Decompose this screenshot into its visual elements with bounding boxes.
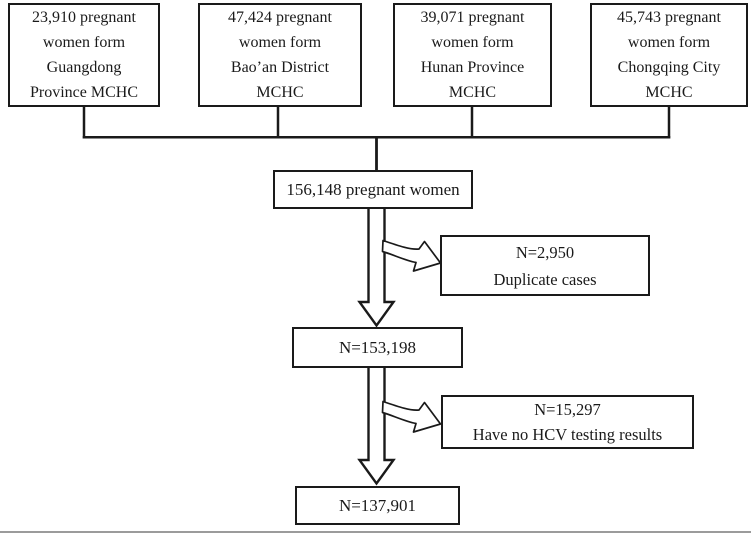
after-duplicates-box: N=153,198	[292, 327, 463, 368]
block-arrow-1	[357, 208, 396, 328]
source-box-baoan: 47,424 pregnant women form Bao’an Distri…	[198, 3, 362, 107]
pooled-total-text: 156,148 pregnant women	[286, 179, 460, 199]
final-sample-box: N=137,901	[295, 486, 460, 525]
after-duplicates-text: N=153,198	[338, 337, 417, 357]
figure-bottom-border	[0, 531, 751, 533]
curved-arrow-no-hcv	[381, 400, 442, 433]
block-arrow-2	[357, 368, 396, 486]
exclusion-duplicates-box: N=2,950 Duplicate cases	[440, 235, 650, 296]
source-box-baoan-text: 47,424 pregnant women form Bao’an Distri…	[228, 9, 332, 101]
curved-arrow-duplicates	[381, 239, 442, 272]
source-box-guangdong: 23,910 pregnant women form Guangdong Pro…	[8, 3, 160, 107]
exclusion-no-hcv-box: N=15,297 Have no HCV testing results	[441, 395, 694, 449]
final-sample-text: N=137,901	[338, 495, 417, 515]
source-box-guangdong-text: 23,910 pregnant women form Guangdong Pro…	[30, 9, 138, 101]
exclusion-duplicates-text: N=2,950 Duplicate cases	[493, 242, 597, 289]
source-box-hunan: 39,071 pregnant women form Hunan Provinc…	[393, 3, 552, 107]
source-box-chongqing: 45,743 pregnant women form Chongqing Cit…	[590, 3, 748, 107]
pooled-total-box: 156,148 pregnant women	[273, 170, 473, 209]
exclusion-no-hcv-text: N=15,297 Have no HCV testing results	[472, 400, 663, 444]
source-box-chongqing-text: 45,743 pregnant women form Chongqing Cit…	[617, 9, 721, 101]
source-box-hunan-text: 39,071 pregnant women form Hunan Provinc…	[420, 9, 525, 101]
